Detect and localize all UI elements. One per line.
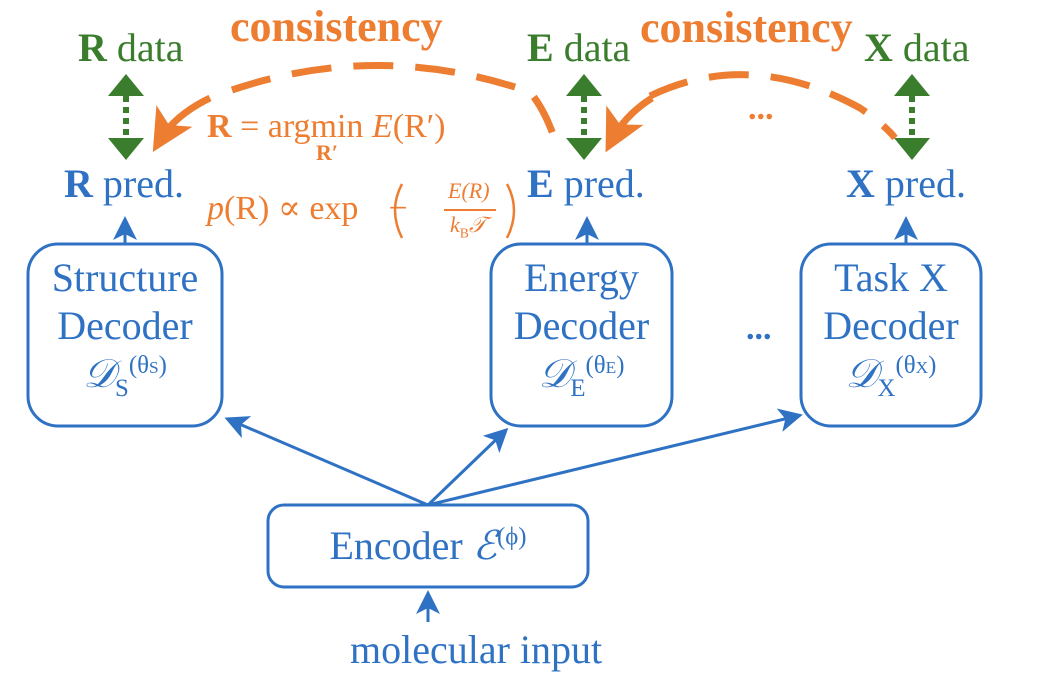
argmin-equation: R = argmin E(R′)	[207, 108, 446, 145]
structure-decoder-text: Structure Decoder 𝒟S(θS)	[51, 255, 199, 402]
r-data-link	[108, 74, 144, 160]
consistency-label-left: consistency	[230, 2, 443, 51]
r-data-label: R data	[78, 25, 184, 70]
arrow-encoder-to-energy	[426, 427, 509, 507]
fraction-numerator: E(R)	[448, 178, 490, 203]
encoder-text: Encoder ℰ(ϕ)	[329, 523, 527, 568]
molecular-input-label: molecular input	[350, 627, 603, 672]
paren-right	[505, 183, 516, 239]
energy-decoder-text: Energy Decoder 𝒟E(θE)	[513, 255, 650, 402]
x-data-link	[894, 74, 930, 160]
consistency-arrow-to-rpred	[152, 94, 212, 153]
r-pred-label: R pred.	[64, 161, 184, 206]
x-pred-label: X pred.	[846, 161, 966, 206]
x-data-label: X data	[864, 25, 970, 70]
ellipsis-middle: ...	[746, 310, 772, 347]
e-data-label: E data	[527, 25, 631, 70]
consistency-arrow-to-epred	[605, 95, 654, 153]
consistency-label-right: consistency	[640, 3, 853, 52]
energy-decoder-box	[489, 242, 674, 428]
consistency-arc-left	[230, 62, 559, 142]
ellipsis-top: ...	[748, 90, 774, 127]
arrow-encoder-to-taskx	[427, 408, 803, 507]
e-pred-label: E pred.	[527, 161, 645, 206]
boltzmann-equation: p(R) ∝ exp−	[207, 190, 408, 227]
taskx-decoder-text: Task X Decoder 𝒟X(θX)	[823, 255, 959, 402]
paren-left	[393, 183, 404, 239]
fraction-denominator: kB𝒯	[450, 212, 486, 241]
arrow-encoder-to-structure	[224, 416, 429, 507]
e-data-link	[566, 74, 602, 160]
taskx-decoder-box	[799, 242, 983, 428]
argmin-subscript: R′	[316, 140, 339, 165]
